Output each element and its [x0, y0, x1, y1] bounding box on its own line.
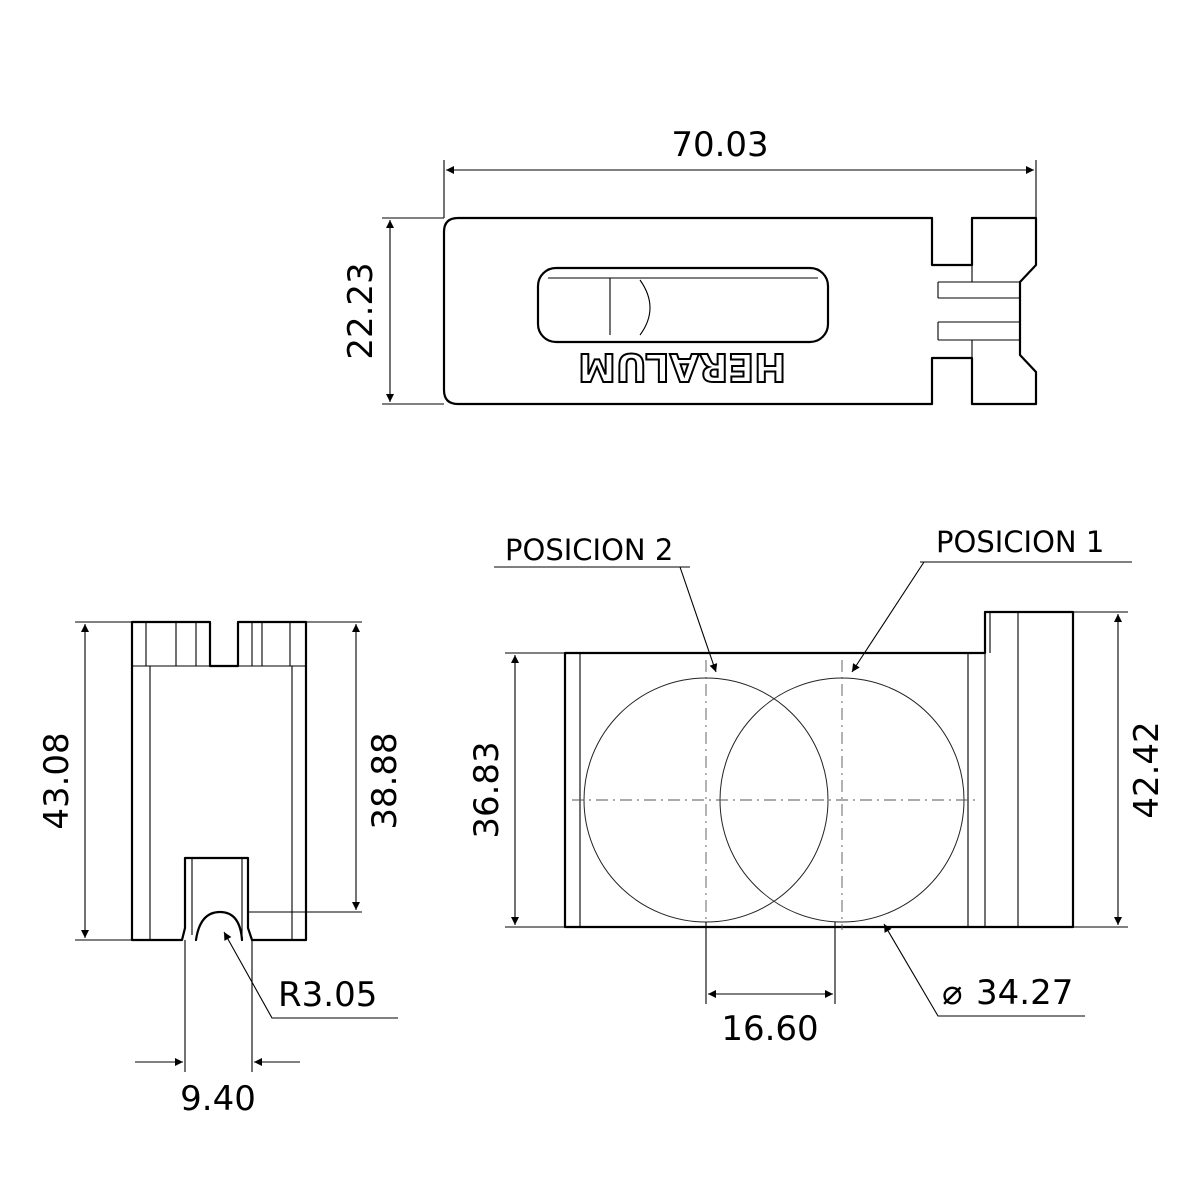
dim-front-diameter: 34.27: [976, 973, 1073, 1013]
dim-front-left: 36.83: [467, 741, 507, 838]
dim-front-right: 42.42: [1127, 721, 1167, 818]
top-view-pocket: [536, 266, 830, 344]
top-view-pocket-edge: [548, 277, 818, 336]
front-view-edges: [579, 612, 1019, 927]
dim-front-offset: 16.60: [721, 1009, 818, 1049]
centerline: [572, 660, 976, 930]
label-position-2: POSICION 2: [505, 533, 673, 567]
label-position-1: POSICION 1: [936, 525, 1104, 559]
dim-top-width: 70.03: [671, 125, 768, 165]
dim-side-inner: 38.88: [365, 732, 405, 829]
side-view-edges: [132, 622, 306, 940]
diameter-symbol: ⌀: [942, 973, 962, 1013]
dim-side-overall: 43.08: [37, 732, 77, 829]
leader-radius: [223, 931, 398, 1019]
leader-diameter: [883, 923, 1085, 1017]
front-view: POSICION 2 POSICION 1 36.83 42.42 16.60 …: [467, 525, 1167, 1049]
side-view-outline: [130, 620, 308, 942]
top-view-emboss-text: HERALUM: [578, 345, 786, 389]
top-view-notch: [937, 281, 1020, 341]
dim-top-height: 22.23: [341, 262, 381, 359]
dim-side-slot: 9.40: [180, 1079, 256, 1119]
leader-position-2: [679, 566, 718, 673]
top-view-outline: [442, 216, 1038, 406]
top-view: HERALUM 70.03 22.23: [341, 125, 1038, 406]
side-view-radius-cut: [194, 910, 244, 942]
dim-side-radius: R3.05: [278, 975, 377, 1015]
leader-position-1: [851, 561, 925, 673]
front-view-outline: [563, 610, 1075, 929]
side-view: 43.08 38.88 R3.05 9.40: [37, 620, 405, 1119]
